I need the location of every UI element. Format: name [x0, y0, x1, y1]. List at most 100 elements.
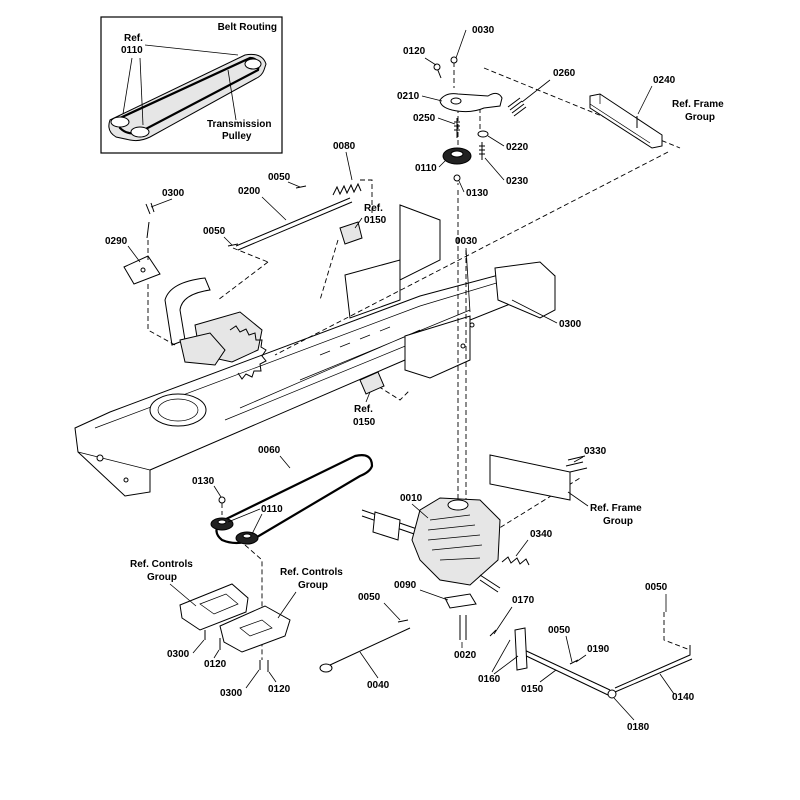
idler-arm-hole [450, 97, 462, 105]
label-0200: 0200 [238, 186, 261, 197]
leader-0050-d [565, 635, 573, 663]
frame-upright [399, 204, 441, 281]
label-0210: 0210 [397, 91, 420, 102]
leader-0260 [521, 79, 551, 103]
frame-block [489, 454, 571, 501]
leader-0150-upper [354, 217, 363, 229]
label-0300-a: 0300 [162, 188, 185, 199]
transmission-0010 [361, 497, 530, 640]
spring-0260 [507, 97, 527, 117]
leader-0110-lower-a [227, 508, 261, 523]
frame-group-block [489, 454, 588, 501]
steering-bracket [164, 277, 211, 346]
leader-0120-low [268, 671, 277, 683]
leader-0240 [637, 85, 653, 115]
label-0250: 0250 [413, 113, 436, 124]
inset-pulley-left [110, 116, 130, 128]
rod-0040-loop [319, 663, 333, 673]
dash-0080 [360, 179, 373, 215]
bracket-0290 [123, 202, 176, 346]
bracket-0240 [589, 93, 663, 149]
pin-0050-a [295, 185, 307, 189]
leader-0160-b [493, 655, 519, 675]
label-0140: 0140 [672, 692, 695, 703]
leader-0170 [493, 606, 513, 635]
label-0120-top: 0120 [403, 46, 426, 57]
label-0340: 0340 [530, 529, 553, 540]
idler-arm-0210 [439, 92, 503, 113]
spring-0080 [332, 182, 362, 196]
frame-hole-row [319, 326, 391, 356]
idler-pulley-hub [450, 150, 464, 158]
control-brackets [179, 583, 291, 672]
leader-0050-c [383, 602, 401, 621]
control-plate-right [219, 605, 291, 653]
label-0230: 0230 [506, 176, 529, 187]
leader-0190 [575, 654, 587, 663]
frame-rail [224, 309, 471, 421]
label-0300-b: 0300 [559, 319, 582, 330]
control-plate-left-detail [199, 593, 239, 615]
label-controls-group-left-1: Ref. Controls [130, 559, 193, 570]
leader-0300-d [245, 669, 260, 689]
inset-leader-2 [122, 57, 133, 115]
label-frame-group-lower-2: Group [603, 516, 633, 527]
leader-0130-top [458, 180, 465, 193]
leader-0220 [487, 135, 505, 147]
dash-main-diagonal [274, 151, 669, 356]
leader-0120-top [424, 57, 437, 66]
label-0330: 0330 [584, 446, 607, 457]
axle-left-hub [372, 511, 401, 541]
label-0090: 0090 [394, 580, 417, 591]
inset-pulley-label-2: Pulley [222, 131, 252, 142]
leader-0300-b [511, 299, 558, 324]
label-controls-group-right-2: Group [298, 580, 328, 591]
leader-0150-lower [365, 391, 371, 403]
label-0050-a: 0050 [268, 172, 291, 183]
label-0050-right: 0050 [645, 582, 668, 593]
leader-0330 [573, 456, 584, 463]
inset-title: Belt Routing [218, 22, 277, 33]
frame-cutout-inner [157, 398, 199, 422]
inset-ref-label: Ref. [124, 33, 143, 44]
inset-belt-plate [108, 53, 267, 142]
leader-0080 [345, 151, 353, 181]
frame-outer [74, 263, 556, 497]
bolt-0230 [479, 142, 485, 160]
pulley-hub-right [242, 533, 252, 539]
label-0120-mid: 0120 [204, 659, 227, 670]
leader-0030-mid [465, 247, 471, 313]
rod-0040 [329, 627, 411, 666]
label-ref-0150-upper-2: 0150 [364, 215, 387, 226]
rod-0200-upper [237, 201, 353, 251]
label-frame-group-top-1: Ref. Frame [672, 99, 724, 110]
transmission-housing [411, 497, 501, 586]
dash-0150-upper [319, 239, 339, 301]
control-plate-right-detail [239, 619, 273, 637]
label-0240: 0240 [653, 75, 676, 86]
leader-0300-c [192, 639, 205, 654]
spring-0340 [501, 556, 530, 566]
label-0050-c: 0050 [358, 592, 381, 603]
label-0010: 0010 [400, 493, 423, 504]
leader-0010 [411, 503, 429, 519]
leader-0110-top [438, 159, 447, 168]
inset-ref-number: 0110 [121, 45, 143, 56]
leader-0230 [484, 157, 505, 181]
inset-transmission-pulley [130, 126, 150, 138]
label-0160: 0160 [478, 674, 501, 685]
steering-lower [179, 332, 226, 366]
label-ref-0150-lower-1: Ref. [354, 404, 373, 415]
label-ref-0150-lower-2: 0150 [353, 417, 376, 428]
bolts-0330 [565, 455, 588, 473]
shaft-0150 [519, 647, 611, 691]
bracket-0090 [444, 593, 477, 609]
label-0130-lower: 0130 [192, 476, 215, 487]
label-0050-b: 0050 [203, 226, 226, 237]
label-0050-d: 0050 [548, 625, 571, 636]
leader-0130-lower [213, 485, 222, 498]
pulley-hub-left [217, 519, 227, 525]
label-0170: 0170 [512, 595, 535, 606]
bolt-0250 [454, 118, 460, 138]
label-controls-group-right-1: Ref. Controls [280, 567, 343, 578]
